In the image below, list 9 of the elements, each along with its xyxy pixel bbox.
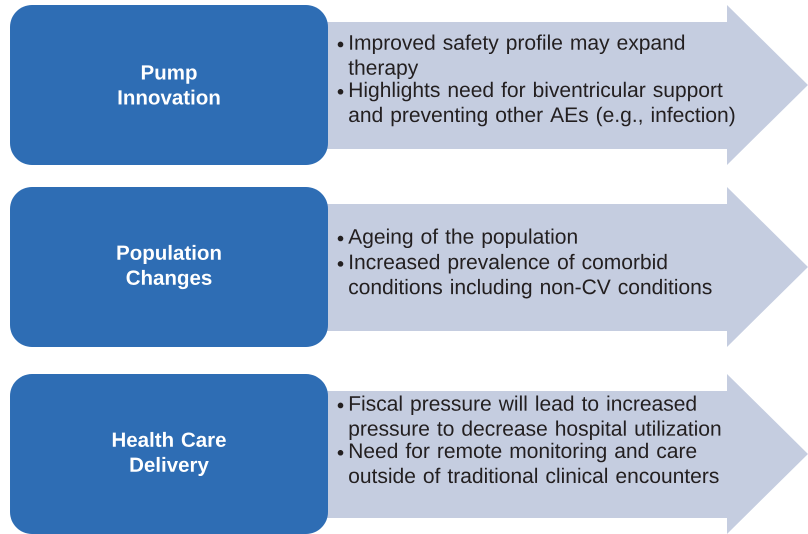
bullet-item: Increased prevalence of comorbid conditions including non-CV conditions xyxy=(338,254,712,298)
bullet-item: Improved safety profile may expand therapy xyxy=(338,34,684,80)
bullet-item: Need for remote monitoring and care outside of traditional clinical encounters xyxy=(338,442,719,484)
bullet-item: Ageing of the population xyxy=(338,228,577,248)
title-box: Health Care Delivery xyxy=(10,374,328,534)
title-box: Pump Innovation xyxy=(10,4,328,165)
bullet-item: Highlights need for biventricular support and preventing other AEs (e.g., infection) xyxy=(338,82,734,126)
bullet-item: Fiscal pressure will lead to increased pressure to decrease hospital utilization xyxy=(338,395,720,440)
title-box: Population Changes xyxy=(10,187,328,347)
